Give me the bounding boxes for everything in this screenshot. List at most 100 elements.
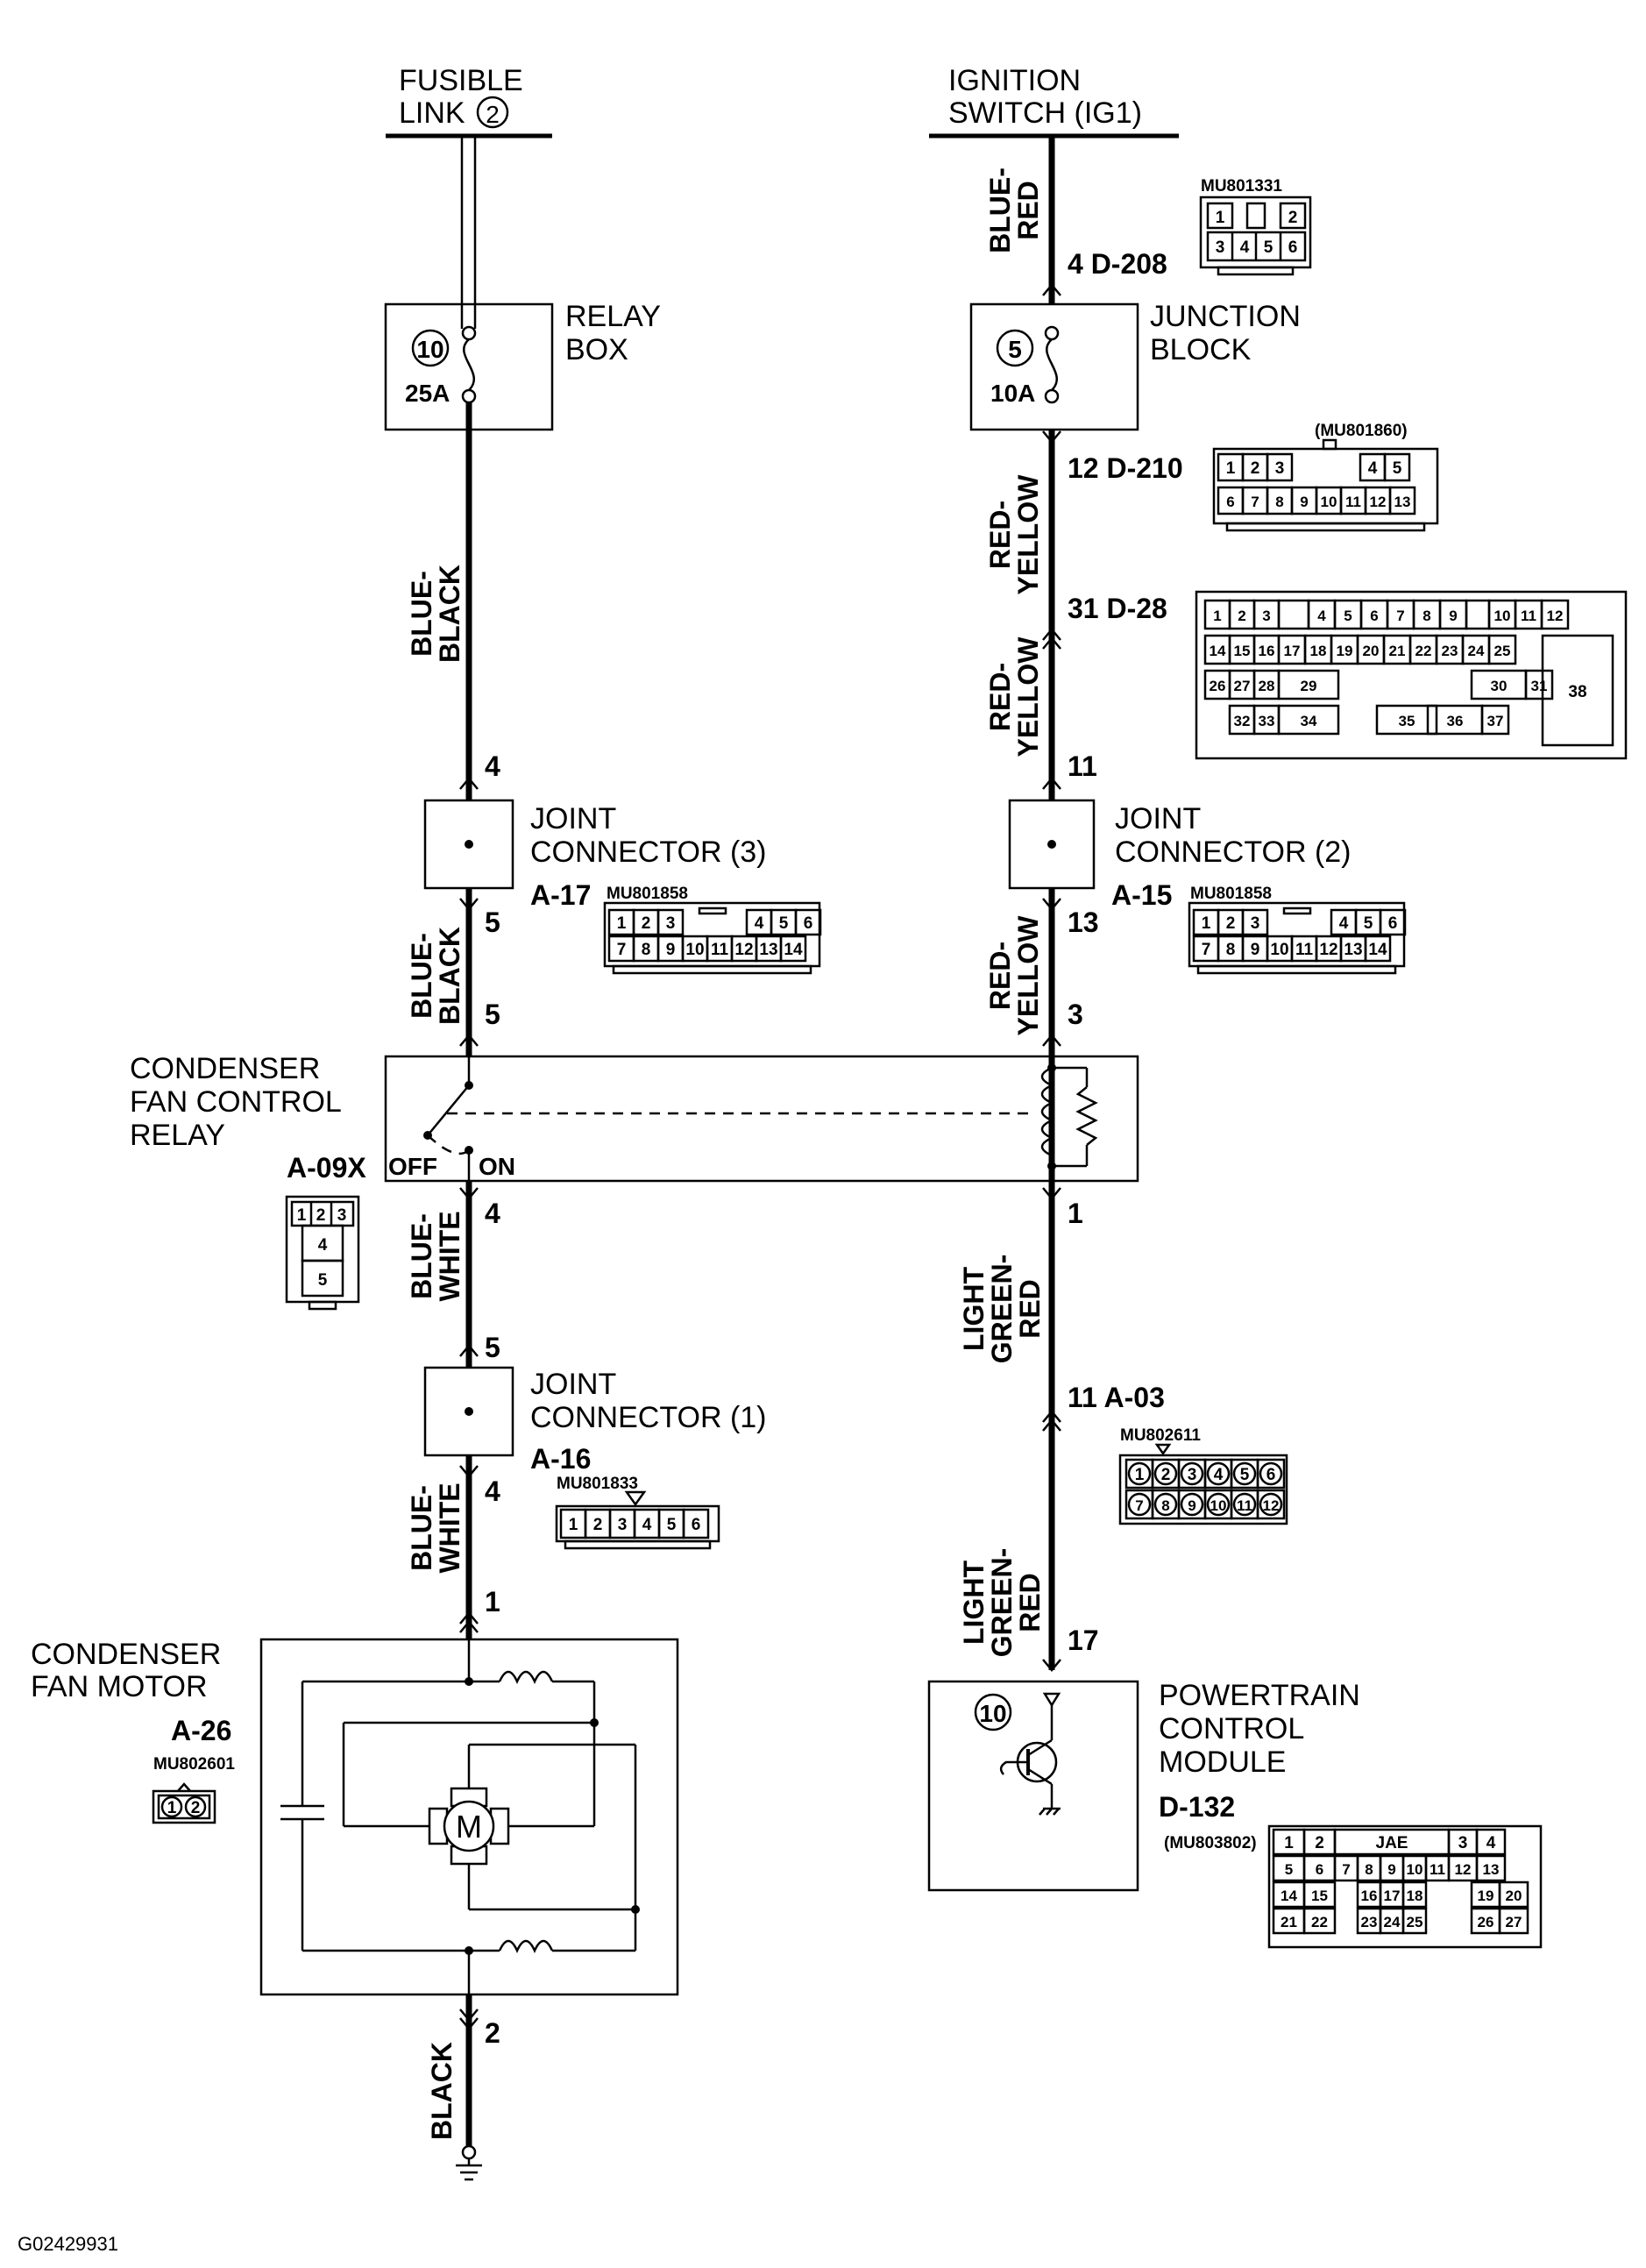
connector-cell (1266, 452, 1294, 482)
connector-a09x-face: 1 2 3 4 5 (285, 1195, 360, 1311)
svg-text:4: 4 (318, 1236, 328, 1255)
svg-text:RED: RED (1014, 1573, 1046, 1632)
pin-circle (1153, 1492, 1178, 1517)
pin-label: 3 (1068, 999, 1083, 1030)
connector-cell (1498, 1907, 1529, 1935)
connector-arrow (1042, 628, 1061, 641)
fan-motor-label-2: FAN MOTOR (31, 1670, 208, 1703)
cell-label: 7 (1342, 1861, 1350, 1878)
connector-arrow (1042, 1187, 1061, 1200)
cell-label: 31 (1531, 678, 1548, 694)
cell-label: 4 (1339, 914, 1349, 933)
junction-block-fuse-circle (996, 329, 1034, 367)
fan-motor-id: A-26 (171, 1715, 231, 1746)
cell-label: 14 (1368, 941, 1387, 959)
cell-label: 10 (1494, 608, 1511, 624)
resistor-icon (1075, 1086, 1098, 1146)
svg-text:5: 5 (1264, 238, 1274, 257)
connector-outline (1118, 1454, 1288, 1525)
fan-motor-part: MU802601 (153, 1755, 235, 1774)
pin-label: 4 (485, 1198, 500, 1229)
connector-arrow (459, 1620, 479, 1633)
cell-label: 11 (711, 941, 729, 959)
pcm-label-3: MODULE (1159, 1745, 1286, 1779)
cell-label: 10 (1210, 1497, 1227, 1514)
connector-arrow (459, 1611, 479, 1625)
cell-label: 4 (1368, 459, 1378, 478)
cell-label: 1 (1202, 914, 1211, 933)
svg-text:BLUE-: BLUE- (406, 1485, 437, 1571)
coil-icon (498, 1670, 554, 1685)
cell-label: 8 (1365, 1861, 1373, 1878)
pin-circle (1127, 1492, 1152, 1517)
pin-circle (1180, 1492, 1204, 1517)
connector-arrow (1042, 777, 1061, 790)
connector-lock-icon (177, 1782, 191, 1792)
connector-outline (612, 964, 812, 975)
cell-label: 11 (1237, 1497, 1252, 1514)
cell-label: 2 (1226, 914, 1236, 933)
pcm-circle-number: 10 (979, 1700, 1006, 1727)
svg-text:YELLOW: YELLOW (1012, 474, 1044, 595)
svg-text:LIGHT: LIGHT (958, 1561, 990, 1645)
cell-label: 2 (642, 914, 651, 933)
joint-connector-3-label-2: CONNECTOR (3) (530, 835, 767, 869)
wire-color-light-green-red-1: LIGHT GREEN- RED (958, 1255, 1046, 1363)
cell-label: 10 (685, 941, 704, 959)
cell-label: 13 (1394, 494, 1411, 510)
wire-color-black: BLACK (426, 2042, 458, 2140)
cell-label: 13 (1344, 941, 1362, 959)
cell-label: 27 (1234, 678, 1251, 694)
pin-label: 4 (485, 750, 500, 782)
cell-label: 12 (734, 941, 753, 959)
relay-label: CONDENSER (130, 1052, 320, 1085)
cell-label: 3 (618, 1516, 628, 1534)
relay-on-label: ON (479, 1153, 515, 1180)
cell-label: 9 (1188, 1497, 1195, 1514)
cell-label: 11 (1430, 1861, 1445, 1878)
cell-label: 7 (1202, 941, 1211, 959)
connector-cell (1480, 704, 1510, 736)
joint-connector-2-label: JOINT (1115, 802, 1201, 835)
wire-color-light-green-red-2: LIGHT GREEN- RED (958, 1548, 1046, 1657)
coil-icon (498, 1939, 554, 1954)
fuse-icon (462, 338, 476, 391)
cell-label: 27 (1506, 1914, 1522, 1930)
cell-label: 11 (1345, 494, 1361, 510)
cell-label: 3 (1251, 914, 1260, 933)
wire-color-red-yellow-3: RED- YELLOW (984, 915, 1044, 1036)
connector-cell (1475, 1828, 1507, 1856)
cell-label: 7 (1396, 608, 1404, 624)
connector-arrow (459, 777, 479, 790)
fusible-link-number-circle (476, 96, 509, 129)
joint-connector-1-id: A-16 (530, 1443, 591, 1475)
cell-label: 14 (784, 941, 803, 959)
connector-lock-icon (624, 1490, 647, 1507)
pin-circle (1259, 1461, 1283, 1486)
connector-cell (1383, 452, 1411, 482)
powertrain-control-module-box (927, 1680, 1139, 1892)
cell-label: 21 (1389, 643, 1406, 659)
connector-arrow (1042, 636, 1061, 650)
cell-label: 6 (1388, 914, 1398, 933)
pin-label-d208: 4 D-208 (1068, 248, 1167, 280)
svg-text:GREEN-: GREEN- (986, 1548, 1018, 1657)
fusible-link-label-2: LINK (399, 96, 465, 130)
cell-label: 23 (1361, 1914, 1378, 1930)
cell-label: 26 (1210, 678, 1226, 694)
pin-circle (1259, 1492, 1283, 1517)
part-number: MU801858 (607, 885, 688, 903)
connector-outline (564, 1539, 712, 1550)
pcm-label: POWERTRAIN (1159, 1679, 1360, 1712)
cell-label: 34 (1301, 713, 1317, 729)
pin-circle (1206, 1461, 1231, 1486)
junction-block-label-2: BLOCK (1150, 333, 1252, 366)
svg-text:RED-: RED- (984, 663, 1016, 731)
connector-cell (1475, 1854, 1507, 1882)
part-number: MU801331 (1201, 177, 1282, 196)
svg-text:BLACK: BLACK (434, 927, 465, 1025)
connector-arrow (459, 1034, 479, 1047)
